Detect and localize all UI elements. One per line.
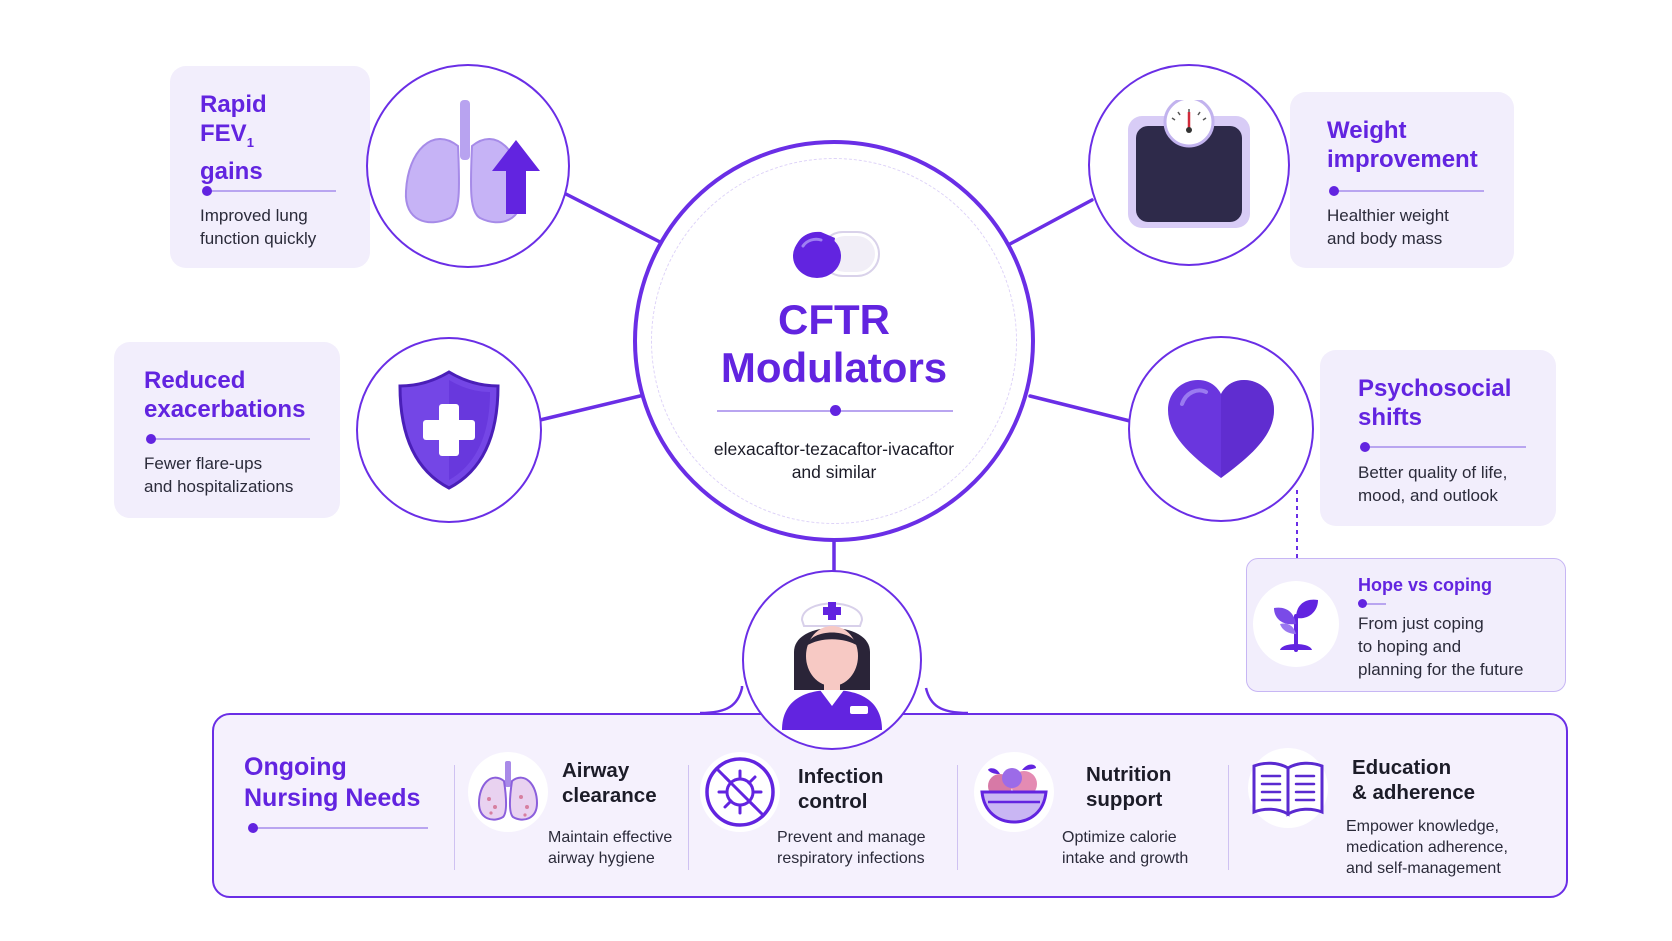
- psychosocial-desc: Better quality of life, mood, and outloo…: [1358, 463, 1508, 505]
- psychosocial-icon-ring: [1128, 336, 1314, 522]
- ongoing-nursing-needs-panel: [212, 713, 1568, 898]
- divider: [688, 765, 689, 870]
- fev-icon-ring: [366, 64, 570, 268]
- infection-title: Infection control: [798, 765, 884, 813]
- connector-exacerbations: [538, 394, 642, 422]
- nutrition-title: Nutrition support: [1086, 763, 1172, 811]
- lungs-icon: [477, 761, 539, 821]
- connector-weight: [1006, 198, 1094, 247]
- center-rule: [717, 405, 953, 416]
- center-subtitle: elexacaftor-tezacaftor-ivacaftor and sim…: [713, 439, 955, 482]
- capsule-icon: [793, 231, 880, 278]
- connector-psychosocial: [1028, 394, 1132, 423]
- airway-desc: Maintain effective airway hygiene: [548, 829, 673, 867]
- sprout-icon: [1274, 599, 1318, 652]
- open-book-icon: [1252, 761, 1324, 817]
- psychosocial-title: Psychosocial shifts: [1358, 375, 1512, 431]
- fruit-bowl-icon: [980, 764, 1048, 824]
- airway-icon-circle: [468, 752, 548, 832]
- divider: [957, 765, 958, 870]
- exacerbations-desc: Fewer flare-ups and hospitalizations: [144, 454, 294, 496]
- fev-desc: Improved lung function quickly: [200, 206, 317, 248]
- center-cftr-modulators: CFTR Modulators elexacaftor-tezacaftor-i…: [633, 140, 1035, 542]
- education-desc: Empower knowledge, medication adherence,…: [1346, 818, 1508, 877]
- card-weight-improvement: [1290, 92, 1514, 268]
- hope-title: Hope vs coping: [1358, 575, 1493, 595]
- nutrition-icon-circle: [974, 752, 1054, 832]
- card-fev-gains: [170, 66, 370, 268]
- fev-title: Rapid FEV1 gains: [200, 91, 267, 185]
- shield-cross-icon: [398, 370, 500, 490]
- weight-title: Weight improvement: [1327, 117, 1478, 173]
- airway-title: Airway clearance: [562, 759, 657, 807]
- nurse-icon-ring: [742, 570, 922, 750]
- virus-crossed-icon: [705, 757, 775, 827]
- card-psychosocial-shifts: [1320, 350, 1556, 526]
- lungs-arrow-up-icon: [404, 100, 540, 224]
- hope-icon-circle: [1253, 581, 1339, 667]
- weight-rule: [1329, 186, 1484, 196]
- fev-rule: [202, 186, 336, 196]
- education-icon-circle: [1248, 748, 1328, 828]
- card-reduced-exacerbations: [114, 342, 340, 518]
- connector-fev: [560, 190, 664, 245]
- psychosocial-rule: [1360, 442, 1526, 452]
- weight-icon-ring: [1088, 64, 1290, 266]
- weight-scale-icon: [1128, 100, 1250, 228]
- divider: [454, 765, 455, 870]
- nursing-rule: [248, 823, 428, 833]
- heart-icon: [1168, 380, 1274, 478]
- divider: [1228, 765, 1229, 870]
- nurse-icon: [782, 602, 882, 730]
- infection-desc: Prevent and manage respiratory infection…: [777, 829, 926, 867]
- weight-desc: Healthier weight and body mass: [1327, 206, 1449, 248]
- hope-desc: From just coping to hoping and planning …: [1358, 614, 1524, 679]
- exacerbations-icon-ring: [356, 337, 542, 523]
- center-title: CFTR Modulators: [720, 296, 948, 391]
- nutrition-desc: Optimize calorie intake and growth: [1062, 829, 1189, 867]
- hope-rule: [1358, 599, 1386, 608]
- nursing-title: Ongoing Nursing Needs: [244, 753, 421, 812]
- exacerbations-title: Reduced exacerbations: [144, 367, 306, 423]
- exacerbations-rule: [146, 434, 310, 444]
- infection-icon-circle: [700, 752, 780, 832]
- education-title: Education & adherence: [1352, 756, 1476, 804]
